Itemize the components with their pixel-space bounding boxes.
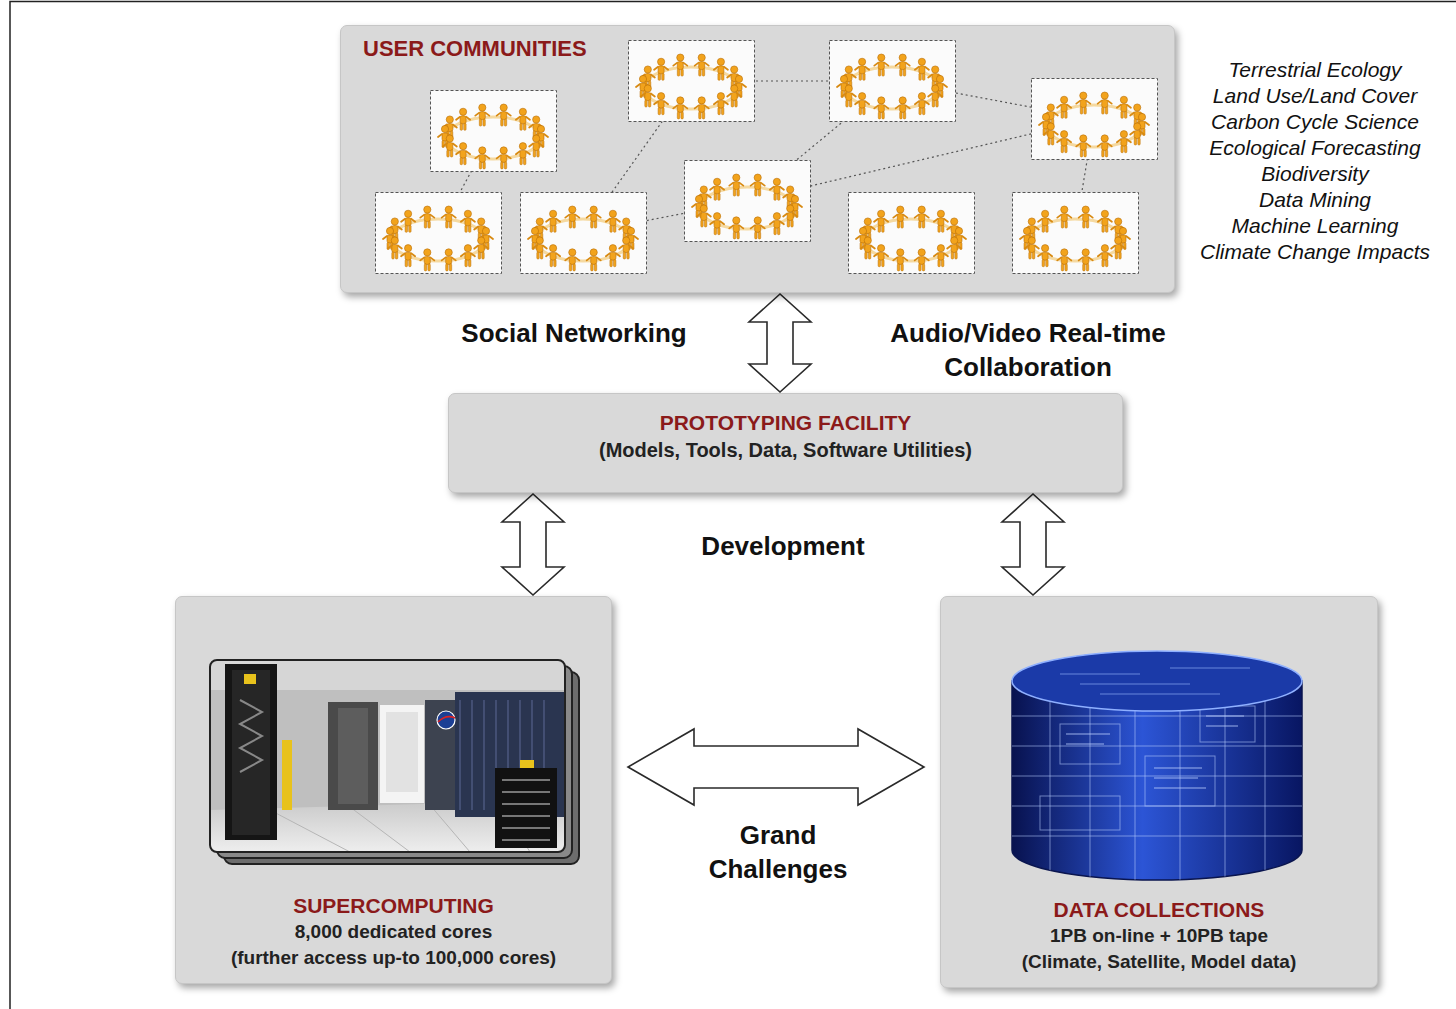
data-cylinder <box>940 596 1378 982</box>
photo-front <box>210 660 565 852</box>
text-block: DATA COLLECTIONS1PB on-line + 10PB tape(… <box>941 897 1377 975</box>
box-detail: (Climate, Satellite, Model data) <box>1022 949 1297 975</box>
supercomputer-photo <box>175 596 612 982</box>
ring-group <box>376 41 1158 274</box>
block-arrow <box>628 729 924 805</box>
frame-line <box>10 2 1456 1009</box>
box-heading: SUPERCOMPUTING <box>293 893 494 919</box>
supercomputing-panel: SUPERCOMPUTING8,000 dedicated cores(furt… <box>175 596 612 984</box>
block-arrow <box>749 294 811 392</box>
data-panel: DATA COLLECTIONS1PB on-line + 10PB tape(… <box>940 596 1378 988</box>
topic-label: Carbon Cycle Science <box>1180 109 1450 135</box>
box-heading: DATA COLLECTIONS <box>1054 897 1265 923</box>
block-arrow <box>1002 494 1064 595</box>
topic-label: Data Mining <box>1180 187 1450 213</box>
text-block: USER COMMUNITIES <box>341 34 1174 64</box>
text-block: SUPERCOMPUTING8,000 dedicated cores(furt… <box>176 893 611 971</box>
box-detail: 8,000 dedicated cores <box>295 919 493 945</box>
topic-label: Climate Change Impacts <box>1180 239 1450 265</box>
facility-box: PROTOTYPING FACILITY(Models, Tools, Data… <box>448 393 1123 493</box>
connector-label: Development <box>633 529 933 563</box>
topic-label: Biodiversity <box>1180 161 1450 187</box>
box-detail: (Models, Tools, Data, Software Utilities… <box>599 437 972 463</box>
box-heading: USER COMMUNITIES <box>363 34 587 64</box>
dotted-links <box>438 81 1094 233</box>
connector-label: Audio/Video Real-time Collaboration <box>848 316 1208 384</box>
topic-label: Terrestrial Ecology <box>1180 57 1450 83</box>
topic-label: Ecological Forecasting <box>1180 135 1450 161</box>
block-arrow <box>502 494 564 595</box>
box-heading: PROTOTYPING FACILITY <box>660 409 912 437</box>
box-detail: 1PB on-line + 10PB tape <box>1050 923 1268 949</box>
connector-label: Social Networking <box>424 316 724 350</box>
box-detail: (further access up-to 100,000 cores) <box>231 945 556 971</box>
text-block: PROTOTYPING FACILITY(Models, Tools, Data… <box>449 409 1122 463</box>
community-rings <box>340 25 1175 293</box>
topic-label: Land Use/Land Cover <box>1180 83 1450 109</box>
topic-label: Machine Learning <box>1180 213 1450 239</box>
community-panel: USER COMMUNITIES <box>340 25 1175 293</box>
edge-label: Grand Challenges <box>678 818 878 886</box>
